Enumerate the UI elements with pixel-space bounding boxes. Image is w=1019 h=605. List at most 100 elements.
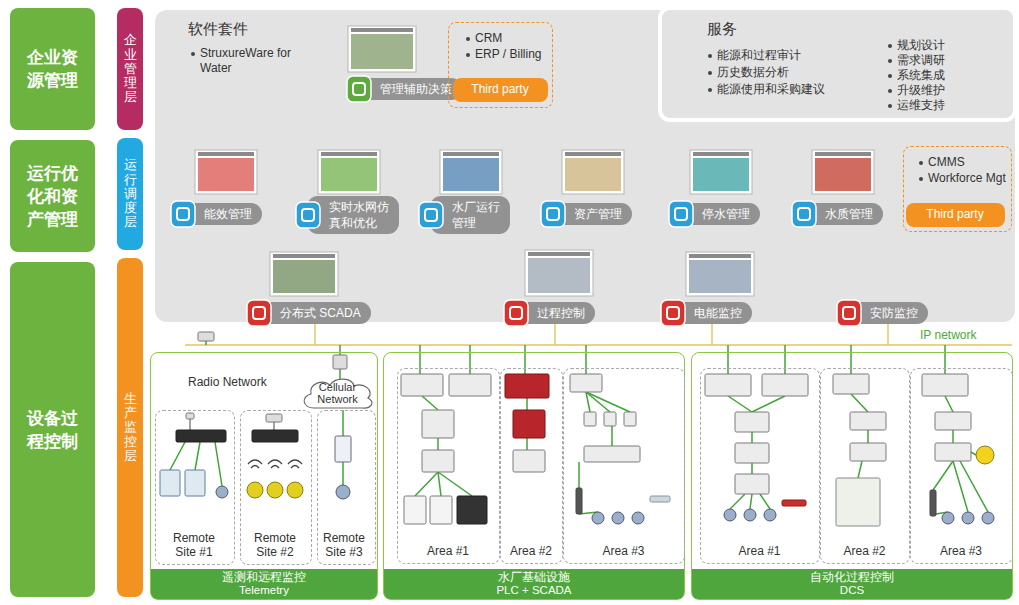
field-device: [247, 482, 263, 498]
node-text: 管理辅助决策: [380, 81, 452, 97]
node-text: Area #3: [911, 544, 1012, 558]
screen-toolbar: [351, 28, 413, 32]
equipment-unit: [782, 500, 806, 506]
equipment-unit: [505, 374, 549, 398]
tier-box: 企业资源管理: [10, 8, 95, 130]
field-device: [287, 482, 303, 498]
equipment-unit: [185, 470, 205, 496]
network-wire: [944, 345, 946, 374]
module-icon: [346, 75, 372, 103]
screen-content: [815, 158, 871, 191]
icon-body: [419, 202, 443, 228]
node-text: CRM: [465, 31, 502, 46]
node-text: 停水管理: [702, 206, 750, 222]
panel-heading: 软件套件: [188, 20, 248, 38]
node-text: 运行优化和资产管理: [24, 162, 80, 231]
module-icon: [170, 200, 196, 228]
plant-area: Area #3: [910, 368, 1013, 564]
network-wire: [611, 426, 613, 446]
group-title: DCS: [840, 584, 864, 597]
equipment-unit: [186, 413, 194, 419]
screen-frame: [690, 150, 752, 194]
screen-toolbar: [273, 254, 335, 258]
screen-frame: [440, 150, 502, 194]
field-device: [744, 509, 756, 521]
icon-mark: [302, 209, 314, 221]
network-wire: [215, 442, 222, 486]
equipment-unit: [930, 490, 936, 516]
node-text: 企业资源管理: [24, 46, 80, 92]
network-wire: [760, 494, 770, 509]
screen-toolbar: [443, 152, 499, 156]
network-wire: [751, 463, 753, 474]
third-party-button: Third party: [453, 78, 548, 102]
layer-bar: 生产监控层: [117, 258, 143, 597]
equipment-unit: [176, 430, 226, 442]
network-wire: [933, 461, 953, 490]
node-text: Third party: [926, 207, 983, 222]
node-text: 需求调研: [887, 53, 945, 68]
network-wire: [415, 472, 438, 496]
node-text: CMMS: [918, 155, 965, 170]
node-text: 企业管理层: [124, 33, 137, 104]
equipment-unit: [404, 496, 426, 524]
system-pill: 安防监控: [848, 302, 928, 324]
network-wire: [887, 324, 888, 345]
screenshot: [270, 252, 338, 296]
screen-frame: [686, 252, 754, 296]
equipment-unit: [836, 478, 880, 526]
third-party-box: Third party CRMERP / Billing: [448, 22, 553, 108]
screen-content: [528, 258, 590, 293]
network-wire: [867, 430, 869, 443]
icon-body: [247, 300, 271, 326]
icon-body: [347, 76, 371, 102]
network-cloud: Cellular Network: [300, 376, 376, 410]
network-wire: [727, 345, 729, 374]
node-text: 水厂运行管理: [452, 199, 500, 231]
field-device: [982, 512, 994, 524]
node-text: Area #2: [501, 544, 562, 558]
screen-content: [321, 158, 377, 191]
system-pill: 分布式 SCADA: [258, 302, 371, 324]
node-text: 规划设计: [887, 38, 945, 53]
network-label: IP network: [920, 328, 976, 343]
node-text: ERP / Billing: [465, 47, 541, 62]
screenshot: [690, 150, 752, 194]
screen-toolbar: [815, 152, 871, 156]
screen-frame: [270, 252, 338, 296]
equipment-unit: [160, 470, 180, 496]
equipment-unit: [513, 450, 545, 472]
group-title: PLC + SCADA: [496, 584, 571, 597]
field-device: [336, 485, 350, 499]
screenshot: [318, 150, 380, 194]
field-device: [612, 512, 624, 524]
module-pill: 停水管理: [680, 203, 760, 225]
equipment-unit: [922, 374, 968, 396]
screenshot: [195, 150, 257, 194]
wireless-signal: [268, 460, 282, 468]
field-device: [216, 486, 228, 498]
module-icon: [503, 299, 529, 327]
equipment-unit: [735, 474, 769, 494]
module-icon: [660, 299, 686, 327]
group-title: 水厂基础设施: [498, 571, 570, 584]
network-wire: [752, 396, 785, 412]
icon-mark: [353, 83, 365, 95]
module-pill: 水质管理: [803, 203, 883, 225]
remote-site: Remote Site #1: [155, 410, 235, 565]
plant-area: Area #3: [563, 368, 685, 564]
equipment-unit: [430, 496, 452, 524]
icon-body: [669, 201, 693, 227]
node-text: Area #3: [564, 544, 684, 558]
group-title: 自动化过程控制: [810, 571, 894, 584]
node-text: Cellular Network: [310, 381, 366, 405]
screen-frame: [562, 150, 624, 194]
network-wire: [960, 461, 988, 512]
equipment-unit: [449, 374, 491, 396]
screen-toolbar: [693, 152, 749, 156]
screenshot: [348, 26, 416, 72]
equipment-unit: [401, 374, 443, 396]
screen-frame: [195, 150, 257, 194]
node-text: 系统集成: [887, 68, 945, 83]
screenshot: [686, 252, 754, 296]
